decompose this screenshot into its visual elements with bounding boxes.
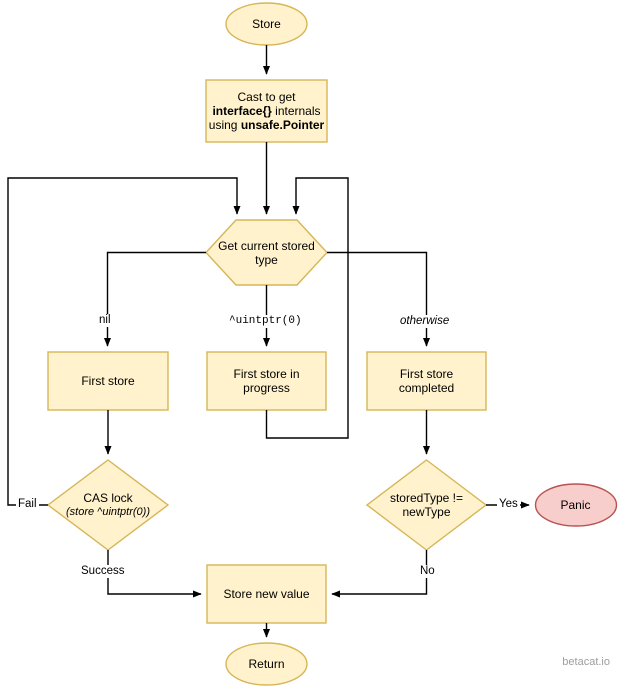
edge-gettype-to-first-store-completed	[327, 251, 431, 347]
edge-label-no: No	[418, 565, 437, 578]
node-first-store[interactable]	[47, 351, 169, 411]
node-first-store-completed[interactable]	[366, 351, 487, 411]
edge-first-store-in-progress-loop	[265, 177, 349, 439]
edge-typecheck-no-to-store-new-value	[331, 550, 428, 598]
node-get-current-stored-type[interactable]	[205, 219, 328, 286]
edge-label-yes: Yes	[497, 498, 520, 511]
node-store-new-value[interactable]	[206, 564, 327, 624]
edge-label-fail: Fail	[16, 498, 39, 511]
node-cast[interactable]	[205, 79, 328, 143]
node-return[interactable]	[225, 642, 308, 686]
node-panic[interactable]	[534, 483, 618, 527]
node-start[interactable]	[225, 2, 308, 46]
edge-cas-fail-loop	[7, 177, 241, 506]
node-stored-type-check[interactable]	[365, 459, 488, 551]
edge-label-nil: nil	[97, 314, 113, 327]
edge-label-success: Success	[79, 565, 127, 578]
watermark-betacat: betacat.io	[562, 656, 610, 668]
edge-label-otherwise: otherwise	[398, 315, 452, 328]
node-first-store-in-progress[interactable]	[206, 351, 327, 411]
node-cas-lock[interactable]	[46, 459, 170, 551]
edge-cas-success-to-store-new-value	[107, 550, 202, 598]
edge-label-uintptr-zero: ^uintptr(0)	[227, 315, 304, 328]
edge-gettype-to-first-store	[103, 251, 206, 347]
